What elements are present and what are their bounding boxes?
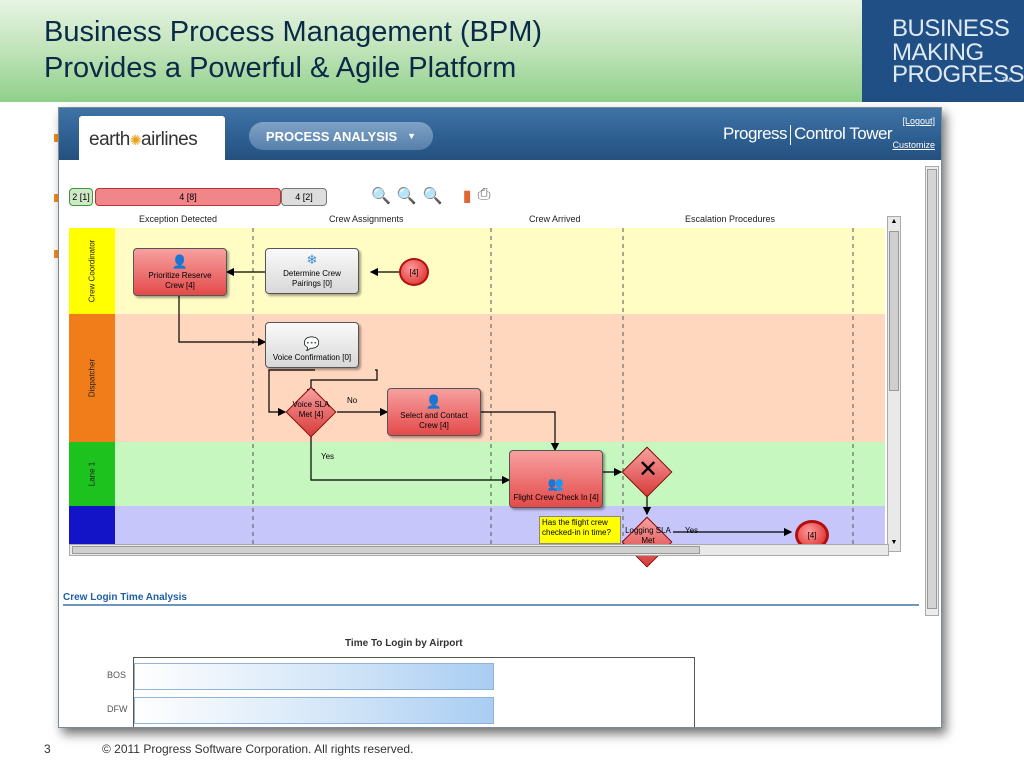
product-name-left: Progress [723,124,788,143]
menu-button-label: PROCESS ANALYSIS [265,128,398,144]
process-diagram: Exception Detected Crew Assignments Crew… [69,214,899,568]
task-label: Flight Crew Check In [4] [513,493,599,502]
process-analysis-menu-button[interactable]: PROCESS ANALYSIS ▼ [249,122,433,150]
lane-label [69,506,115,544]
progress-segment-active[interactable]: 4 [8] [95,188,281,206]
bar-chart-plot [133,657,695,727]
product-divider [790,124,792,145]
phase-crew-assignments: Crew Assignments [329,214,404,224]
task-voice-confirmation[interactable]: 💬 Voice Confirmation [0] [265,322,359,368]
flow-sla-yes [310,436,511,485]
brand-word1: earth [89,129,130,150]
user-icon: 👤 [425,394,443,409]
bar-dfw [134,697,494,724]
logout-link[interactable]: [Logout] [902,116,935,126]
diagram-horizontal-scrollbar[interactable] [69,544,889,556]
task-flight-crew-check-in[interactable]: 👥 Flight Crew Check In [4] [509,450,603,508]
lane-lane-1: Lane 1 [69,442,885,506]
gateway-voice-sla-label: Voice SLA Met [4] [292,400,330,419]
progress-segment-pending[interactable]: 4 [2] [281,188,327,206]
task-label: Prioritize Reserve Crew [4] [148,271,212,290]
analysis-section-title: Crew Login Time Analysis [63,592,187,603]
flow-voice-to-sla [268,369,315,417]
logo-line3: PROGRESS [892,61,1024,88]
slide-title-line1: Business Process Management (BPM) [44,16,543,48]
customize-link[interactable]: Customize [892,140,935,150]
task-label: Determine Crew Pairings [0] [283,269,341,288]
product-name-right: Control Tower [794,124,893,143]
scroll-down-icon[interactable]: ▼ [890,539,898,546]
zoom-out-icon[interactable]: 🔍 [371,188,391,205]
flow-label-yes: Yes [685,526,699,535]
phase-crew-arrived: Crew Arrived [529,214,581,224]
progress-logo: BUSINESS MAKING PROGRESS TM [862,0,1024,102]
flow-label-no: No [347,396,358,405]
lane-dispatcher: Dispatcher [69,314,885,442]
flow-label-yes: Yes [321,452,335,461]
lane-label: Crew Coordinator [69,228,115,314]
brand-tab: earth✺airlines [79,116,225,160]
category-label: BOS [107,670,127,680]
diagram-vertical-scrollbar[interactable]: ▲ ▼ [887,216,901,552]
instance-progress-bar: 2 [1] 4 [8] 4 [2] [69,188,327,206]
user-icon: 👤 [171,254,189,269]
page-vertical-scrollbar[interactable] [925,166,939,616]
phase-exception-detected: Exception Detected [139,214,218,224]
logo-trademark: TM [1002,78,1011,84]
globe-icon: ✺ [129,132,142,148]
product-name: Progress Control Tower [723,124,893,145]
task-prioritize-reserve-crew[interactable]: 👤 Prioritize Reserve Crew [4] [133,248,227,296]
control-tower-screenshot: earth✺airlines PROCESS ANALYSIS ▼ Progre… [58,107,942,728]
progress-segment-completed[interactable]: 2 [1] [69,188,93,206]
title-band [0,0,1024,102]
app-header: earth✺airlines PROCESS ANALYSIS ▼ Progre… [59,108,941,160]
brand-word2: airlines [141,129,198,150]
start-event-circle[interactable]: [4] [399,258,429,286]
flow-voice-loop [306,369,378,398]
lane-label: Lane 1 [69,442,115,506]
users-icon: 👥 [547,476,565,491]
page-number: 3 [44,742,51,756]
task-select-and-contact-crew[interactable]: 👤 Select and Contact Crew [4] [387,388,481,436]
bar-bos [134,663,494,690]
lane-label: Dispatcher [69,314,115,442]
dropdown-arrow-icon: ▼ [407,131,417,141]
chart-title: Time To Login by Airport [345,638,463,649]
task-label: Select and Contact Crew [4] [400,411,468,430]
flow-select-to-checkin [481,411,560,452]
view-toolbar: 🔍 🔍 🔍 ▮ ⎙ [371,186,490,206]
lane-4 [69,506,885,544]
phase-escalation-procedures: Escalation Procedures [685,214,776,224]
section-divider [63,604,919,606]
scroll-up-icon[interactable]: ▲ [890,218,898,225]
gateway-logging-sla-label: Logging SLA Met [625,526,671,545]
scrollbar-thumb[interactable] [927,169,937,609]
exclusive-gateway-x-icon: ✕ [638,456,659,483]
snowflake-icon: ❄ [306,252,318,267]
flow-prioritize-to-voice [178,296,267,347]
scrollbar-thumb[interactable] [72,546,700,554]
copyright: © 2011 Progress Software Corporation. Al… [102,742,414,756]
category-label: DFW [107,704,128,714]
slide-title-line2: Provides a Powerful & Agile Platform [44,52,517,84]
logo-line1: BUSINESS [892,15,1010,42]
logo-line2: MAKING [892,39,984,66]
zoom-in-icon[interactable]: 🔍 [422,188,443,205]
scrollbar-thumb[interactable] [889,231,899,391]
zoom-fit-icon[interactable]: 🔍 [396,188,417,205]
task-determine-crew-pairings[interactable]: ❄ Determine Crew Pairings [0] [265,248,359,294]
diagram-connectors [178,228,854,544]
chat-bubbles-icon: 💬 [303,336,321,351]
task-label: Voice Confirmation [0] [272,353,352,362]
bar-chart-icon[interactable]: ▮ [462,188,472,205]
earth-airlines-logo: earth✺airlines [89,129,198,151]
annotation-note: Has the flight crew checked-in in time? [539,516,621,544]
print-icon[interactable]: ⎙ [477,186,491,203]
